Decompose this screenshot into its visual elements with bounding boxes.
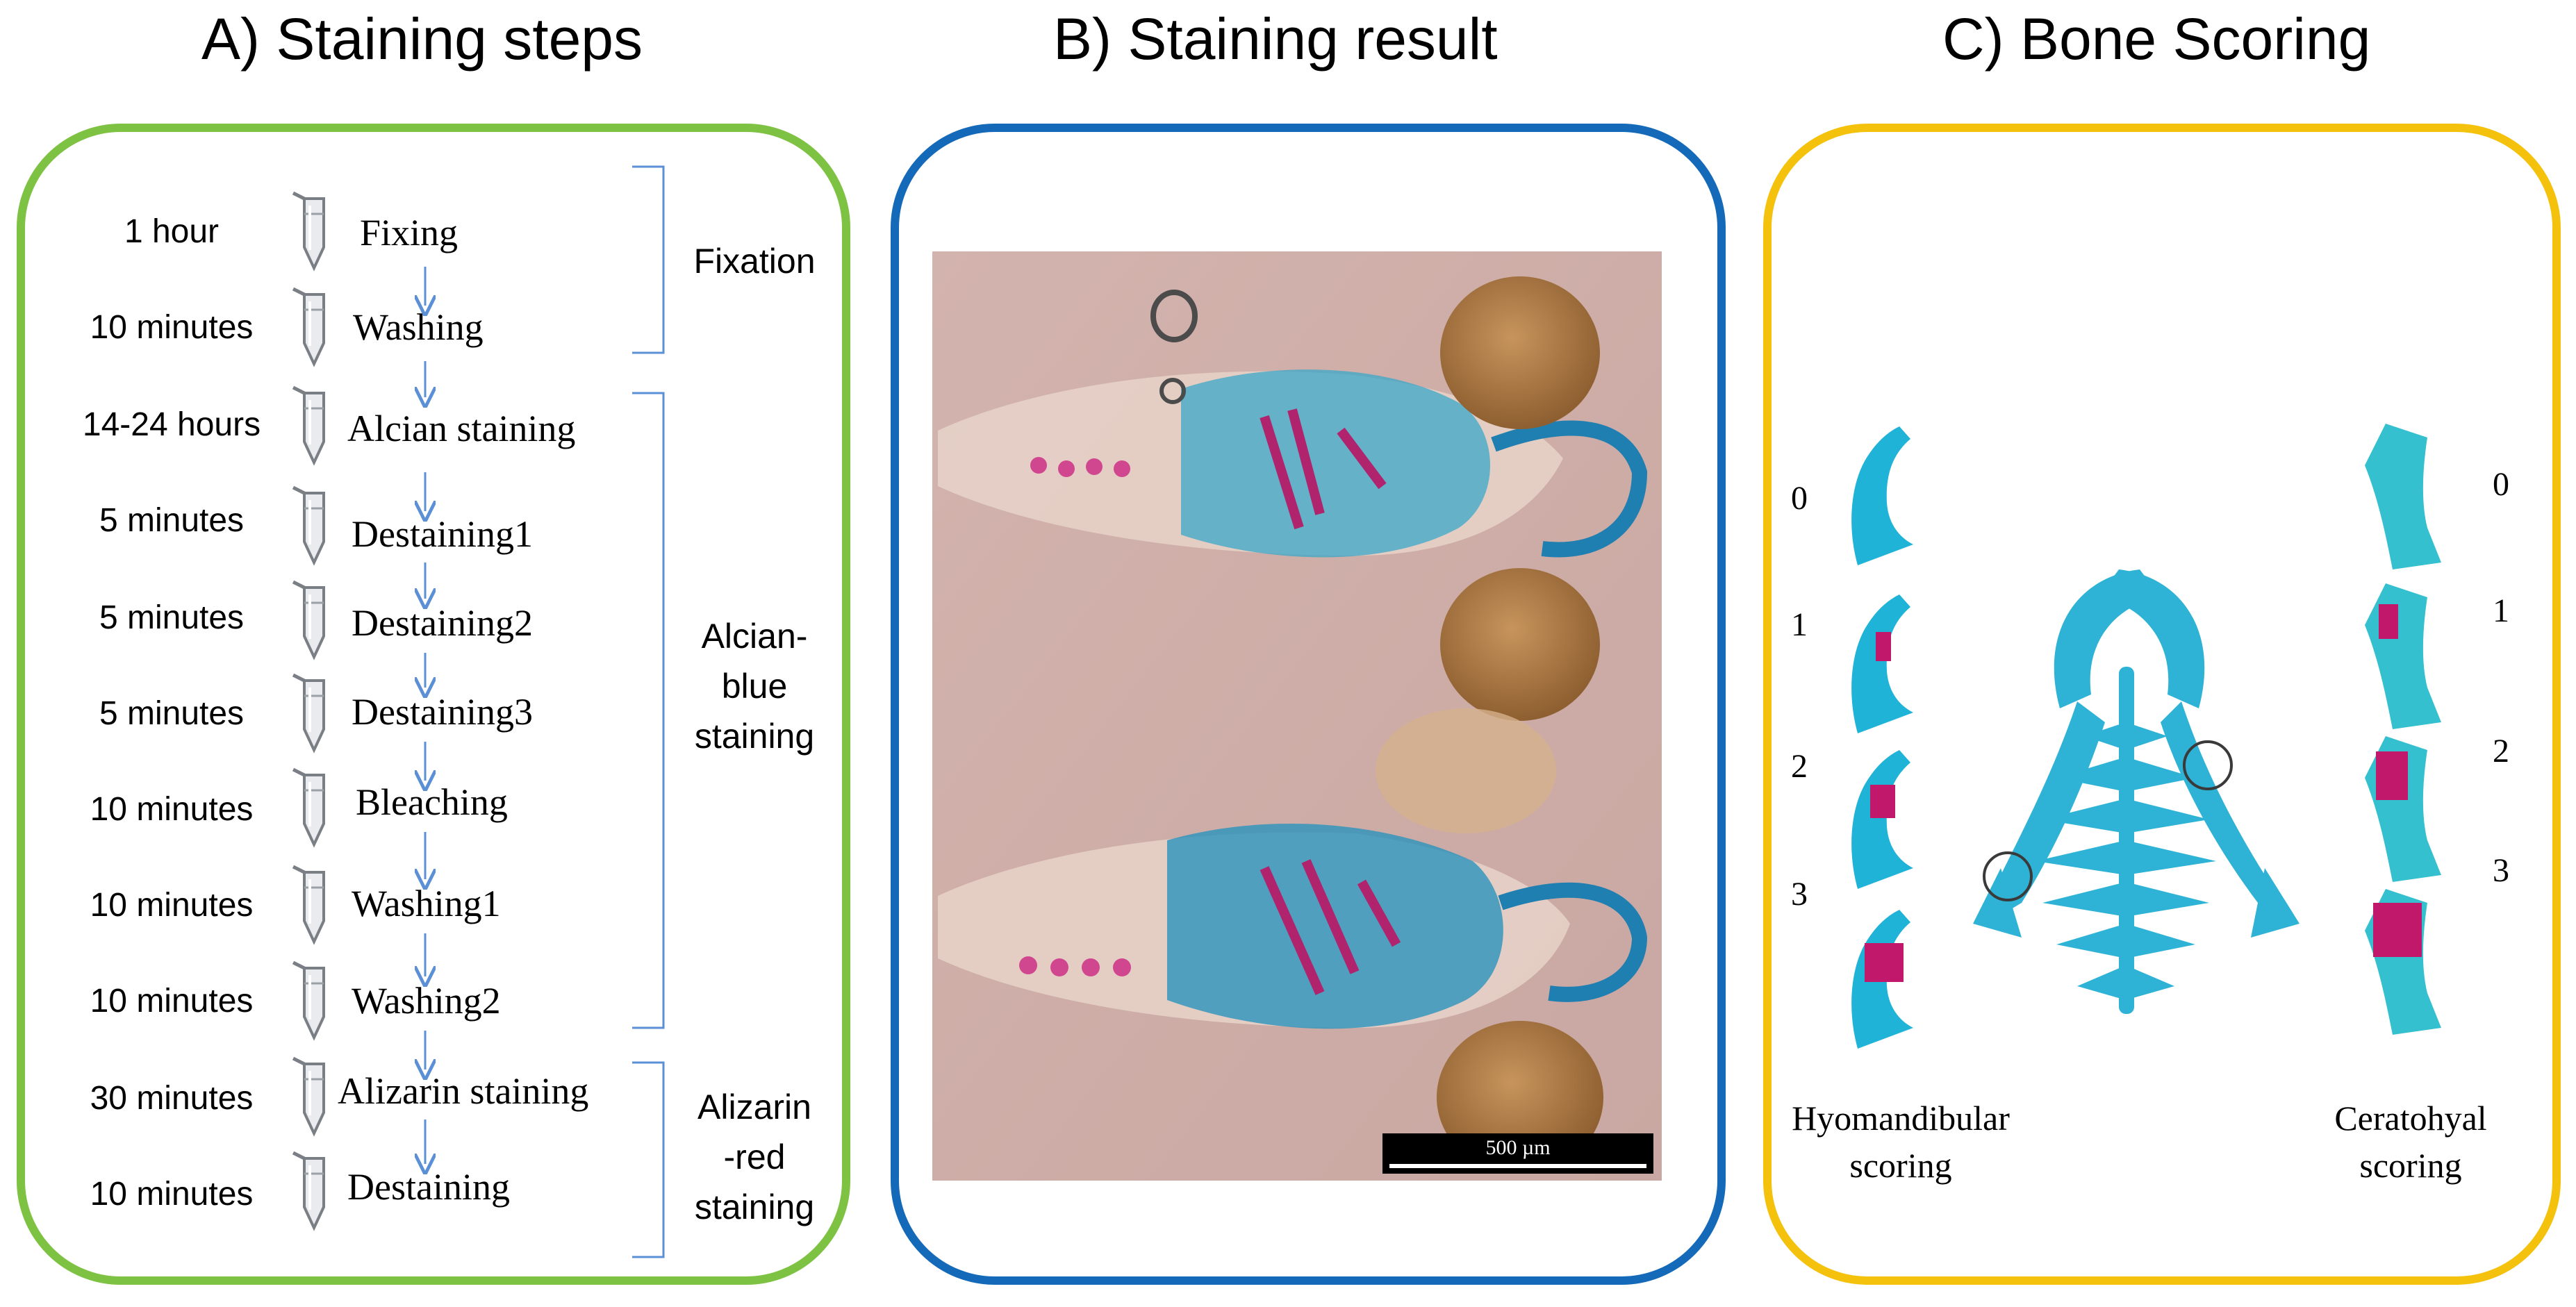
group-label-line: staining — [694, 717, 815, 756]
tube-icon — [293, 675, 324, 750]
hyomandibular-level-label: 0 — [1791, 480, 1808, 517]
tube-icon — [293, 193, 324, 268]
steps-graphics — [0, 165, 665, 1258]
group-label-line: blue — [721, 667, 788, 706]
group-label-line: -red — [723, 1138, 786, 1176]
group-label-alizarin: Alizarin -red staining — [671, 1082, 838, 1232]
bracket-fixation — [632, 165, 665, 354]
panel-c-frame — [1763, 124, 2561, 1285]
group-label-line: staining — [694, 1188, 815, 1226]
ceratohyal-level-label: 1 — [2493, 592, 2509, 629]
step-name: Alcian staining — [347, 408, 576, 449]
step-name: Fixing — [360, 212, 459, 253]
group-brackets — [632, 165, 665, 1258]
hyomandibular-level-label: 1 — [1791, 606, 1808, 643]
step-time: 5 minutes — [99, 502, 245, 539]
scale-bar-label: 500 µm — [1485, 1136, 1551, 1159]
tube-icon — [293, 963, 324, 1038]
step-name: Destaining3 — [352, 691, 533, 733]
group-label-alcian: Alcian- blue staining — [671, 611, 838, 761]
group-label-line: Alizarin — [697, 1088, 811, 1126]
panel-c-title: C) Bone Scoring — [1942, 6, 2371, 72]
step-time: 10 minutes — [90, 791, 254, 828]
tube-icon — [293, 769, 324, 844]
step-time: 10 minutes — [90, 887, 254, 924]
hyomandibular-level-label: 3 — [1791, 876, 1808, 913]
caption-line: Ceratohyal — [2334, 1099, 2487, 1138]
step-time: 10 minutes — [90, 983, 254, 1019]
step-name: Washing1 — [352, 883, 501, 924]
tube-icon — [293, 289, 324, 364]
panel-b-title: B) Staining result — [1053, 6, 1498, 72]
panel-a-frame — [17, 124, 850, 1285]
caption-line: scoring — [2359, 1146, 2462, 1185]
panel-b-frame — [891, 124, 1726, 1285]
step-name: Alizarin staining — [338, 1070, 589, 1112]
tube-icons — [293, 193, 324, 1228]
panel-a-title: A) Staining steps — [201, 6, 643, 72]
caption-line: Hyomandibular — [1792, 1099, 2010, 1138]
step-name: Destaining1 — [352, 513, 533, 555]
step-time: 1 hour — [124, 213, 220, 250]
step-time: 10 minutes — [90, 309, 254, 346]
ceratohyal-level-label: 2 — [2493, 733, 2509, 769]
step-time: 5 minutes — [99, 599, 245, 636]
step-time: 14-24 hours — [82, 406, 261, 443]
tube-icon — [293, 388, 324, 463]
group-label-line: Alcian- — [701, 617, 808, 656]
tube-icon — [293, 582, 324, 657]
step-name: Washing2 — [352, 980, 501, 1022]
step-time: 5 minutes — [99, 695, 245, 732]
group-label-text: Fixation — [693, 242, 816, 281]
group-label-fixation: Fixation — [671, 236, 838, 286]
tube-icon — [293, 1058, 324, 1133]
step-name: Destaining2 — [352, 602, 533, 644]
step-time: 30 minutes — [90, 1080, 254, 1117]
tube-icon — [293, 867, 324, 942]
bracket-alcian — [632, 392, 665, 1029]
tube-icon — [293, 1153, 324, 1228]
caption-line: scoring — [1849, 1146, 1952, 1185]
step-time: 10 minutes — [90, 1176, 254, 1213]
tube-icon — [293, 488, 324, 563]
bracket-alizarin — [632, 1061, 665, 1258]
ceratohyal-caption: Ceratohyal scoring — [2286, 1094, 2536, 1189]
ceratohyal-level-label: 0 — [2493, 466, 2509, 503]
hyomandibular-level-label: 2 — [1791, 748, 1808, 785]
ceratohyal-level-label: 3 — [2493, 852, 2509, 889]
hyomandibular-caption: Hyomandibular scoring — [1762, 1094, 2040, 1189]
